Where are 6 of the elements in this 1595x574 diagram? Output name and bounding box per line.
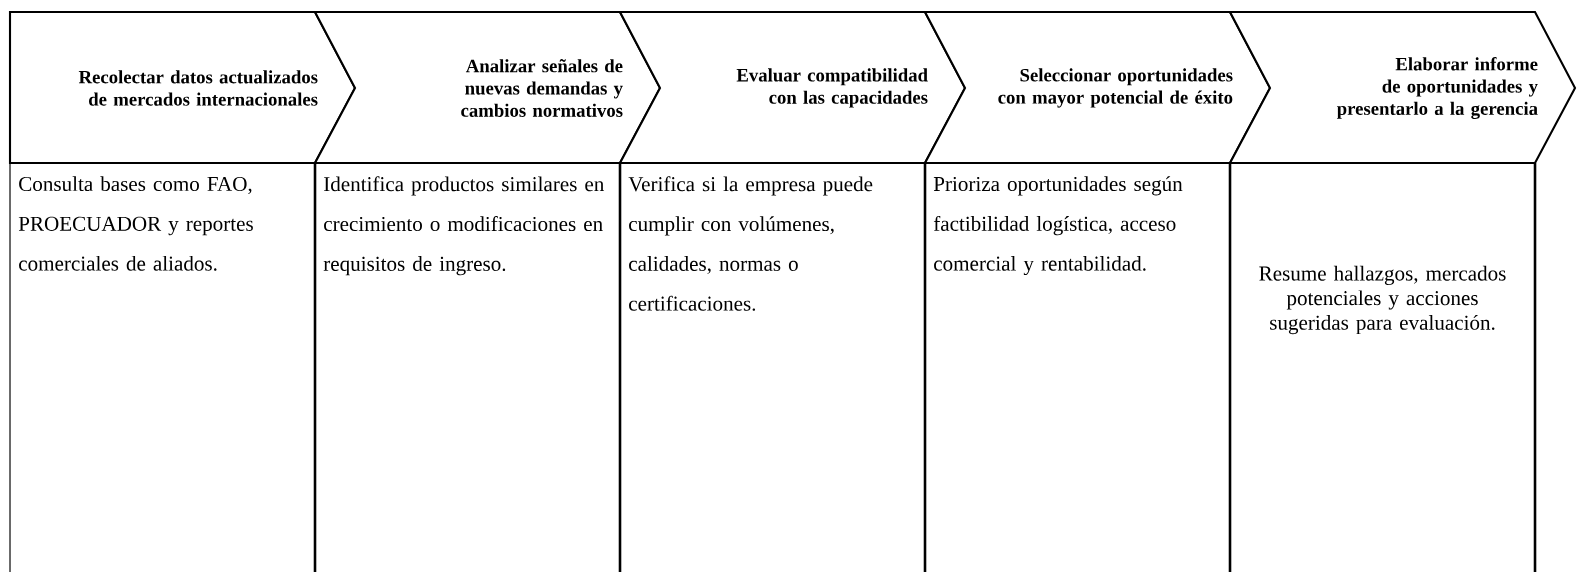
column-box: Identifica productos similares en crecimiento o modificaciones en requisitos de ingreso. xyxy=(323,163,622,572)
column-box: Verifica si la empresa puede cumplir con volúmenes, calidades, normas o certificaciones. xyxy=(628,163,927,572)
column-box: Prioriza oportunidades según factibilidad logística, acceso comercial y rentabilidad. xyxy=(933,163,1232,572)
node-label: Elaborar informe de oportunidades y presentarlo a la gerencia xyxy=(1336,57,1538,119)
column-box: Resume hallazgos, mercados potenciales y acciones sugeridas para evaluación. xyxy=(1259,163,1537,572)
column-box: Consulta bases como FAO, PROECUADOR y reportes comerciales de aliados. xyxy=(9,162,317,573)
